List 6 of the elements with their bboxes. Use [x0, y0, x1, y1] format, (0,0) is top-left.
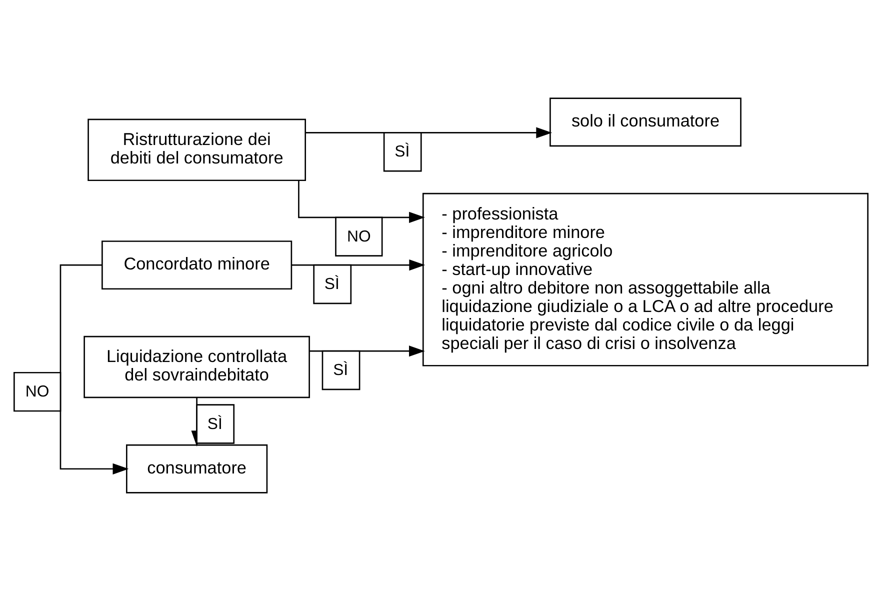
edge-label: NO	[347, 228, 371, 245]
edge-label: SÌ	[333, 362, 348, 379]
edge-label: NO	[25, 383, 50, 400]
edge-label: SÌ	[394, 143, 410, 160]
edge-label: SÌ	[207, 415, 222, 432]
edge-label: SÌ	[324, 276, 340, 293]
